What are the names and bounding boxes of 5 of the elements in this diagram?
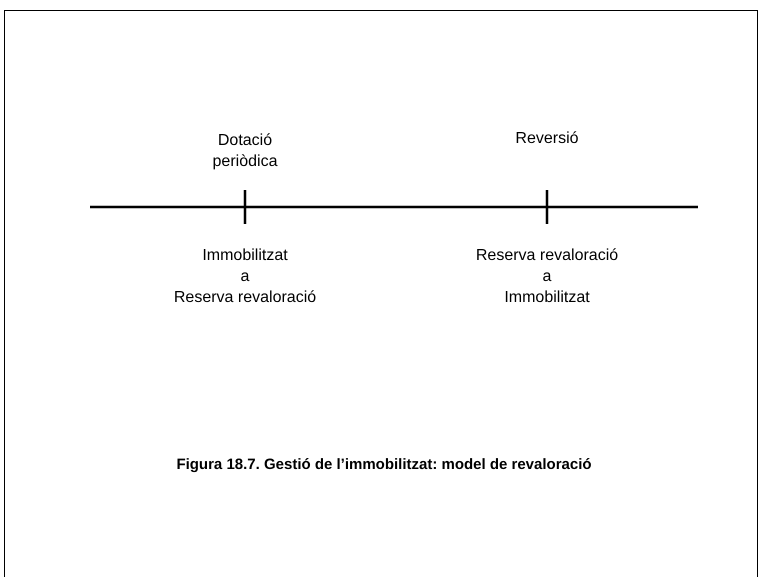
figure-caption: Figura 18.7. Gestió de l’immobilitzat: model de revaloració (175, 456, 593, 473)
entry-label: Immobilitzat a Reserva revaloració (172, 246, 318, 308)
event-label: Dotació periòdica (212, 131, 278, 172)
entry-label: Reserva revaloració a Immobilitzat (474, 246, 620, 308)
event-label: Reversió (514, 129, 580, 149)
